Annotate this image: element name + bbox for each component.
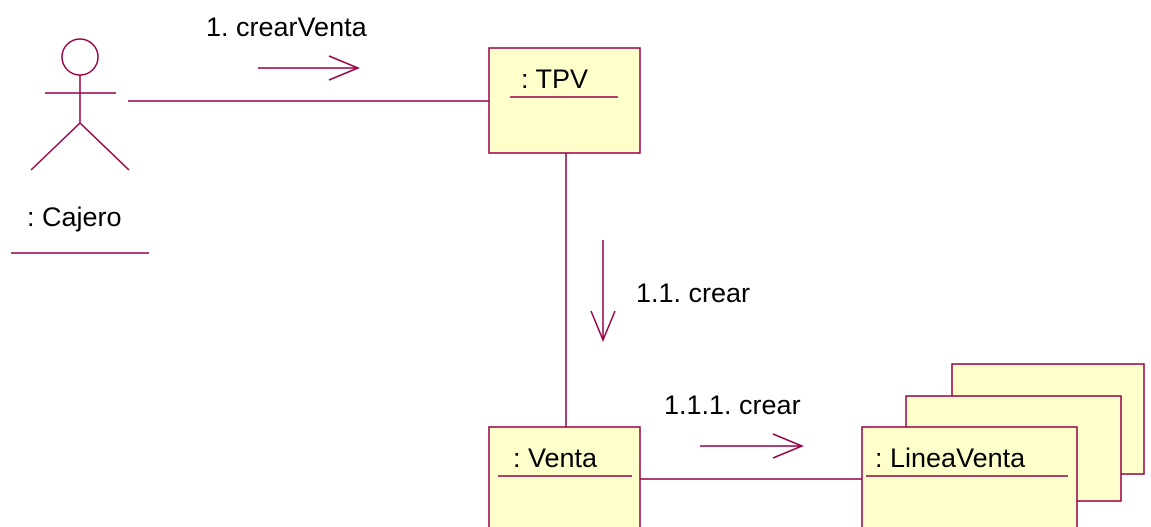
- arrow-down-icon: [590, 240, 616, 342]
- arrow-right-icon: [700, 433, 804, 459]
- actor-label: : Cajero: [27, 202, 122, 232]
- message-crear-linea-label: 1.1.1. crear: [664, 390, 801, 420]
- object-venta[interactable]: : Venta: [488, 426, 641, 527]
- message-crear-linea: 1.1.1. crear: [664, 390, 804, 459]
- object-lineaventa-label: : LineaVenta: [875, 443, 1026, 473]
- actor-cajero[interactable]: : Cajero: [11, 38, 149, 254]
- message-crear-venta: 1. crearVenta: [206, 12, 368, 81]
- multiobject-front-frame: [861, 426, 1078, 527]
- object-tpv-label: : TPV: [521, 64, 588, 94]
- stick-figure-icon: [30, 38, 130, 171]
- message-crear-label: 1.1. crear: [636, 278, 750, 308]
- message-crear-venta-label: 1. crearVenta: [206, 12, 368, 42]
- message-crear: 1.1. crear: [590, 240, 750, 342]
- object-venta-label: : Venta: [513, 443, 598, 473]
- object-tpv[interactable]: : TPV: [488, 47, 641, 154]
- arrow-right-icon: [258, 55, 360, 81]
- multiobject-lineaventa[interactable]: : LineaVenta: [861, 363, 1145, 527]
